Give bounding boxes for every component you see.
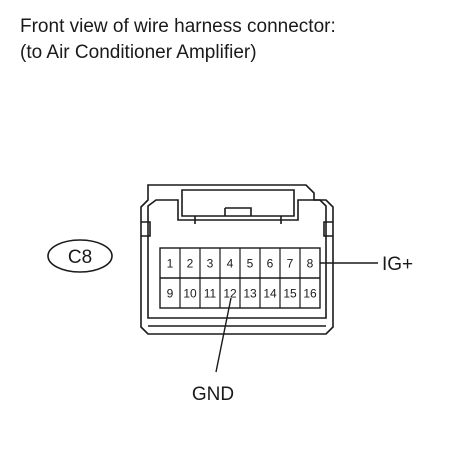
callout-ig-plus: IG+: [320, 254, 413, 275]
pin-6: 6: [267, 257, 274, 271]
pin-grid-columns: [179, 248, 301, 308]
pin-bottom-row: 9 10 11 12 13 14 15 16: [167, 287, 317, 301]
housing-lock-tab: [181, 189, 295, 217]
pin-15: 15: [283, 287, 297, 301]
connector-code-label: C8: [68, 247, 92, 268]
housing-side-notch-right: [323, 221, 333, 237]
housing-outer-outline: [140, 184, 334, 335]
connector-housing: [140, 184, 334, 335]
pin-5: 5: [247, 257, 254, 271]
title-line-1: Front view of wire harness connector:: [20, 16, 336, 37]
pin-12: 12: [223, 287, 237, 301]
pin-13: 13: [243, 287, 257, 301]
callout-gnd: GND: [192, 297, 234, 405]
pin-8: 8: [307, 257, 314, 271]
pin-3: 3: [207, 257, 214, 271]
pin-1: 1: [167, 257, 174, 271]
pin-16: 16: [303, 287, 317, 301]
pin-14: 14: [263, 287, 277, 301]
connector-code-ellipse: [47, 239, 113, 273]
housing-side-notch-left: [141, 221, 151, 237]
pin-2: 2: [187, 257, 194, 271]
pin-4: 4: [227, 257, 234, 271]
housing-inner-outline: [147, 199, 327, 319]
pin-10: 10: [183, 287, 197, 301]
callout-gnd-label: GND: [192, 384, 234, 405]
pin-7: 7: [287, 257, 294, 271]
housing-lock-notch: [224, 207, 252, 216]
connector-code-badge: C8: [47, 239, 113, 273]
pin-11: 11: [204, 287, 217, 301]
callout-ig-plus-label: IG+: [382, 254, 413, 275]
diagram-title: Front view of wire harness connector: (t…: [20, 14, 336, 66]
pin-9: 9: [167, 287, 174, 301]
title-line-2: (to Air Conditioner Amplifier): [20, 42, 257, 63]
callout-gnd-leader: [215, 297, 232, 373]
